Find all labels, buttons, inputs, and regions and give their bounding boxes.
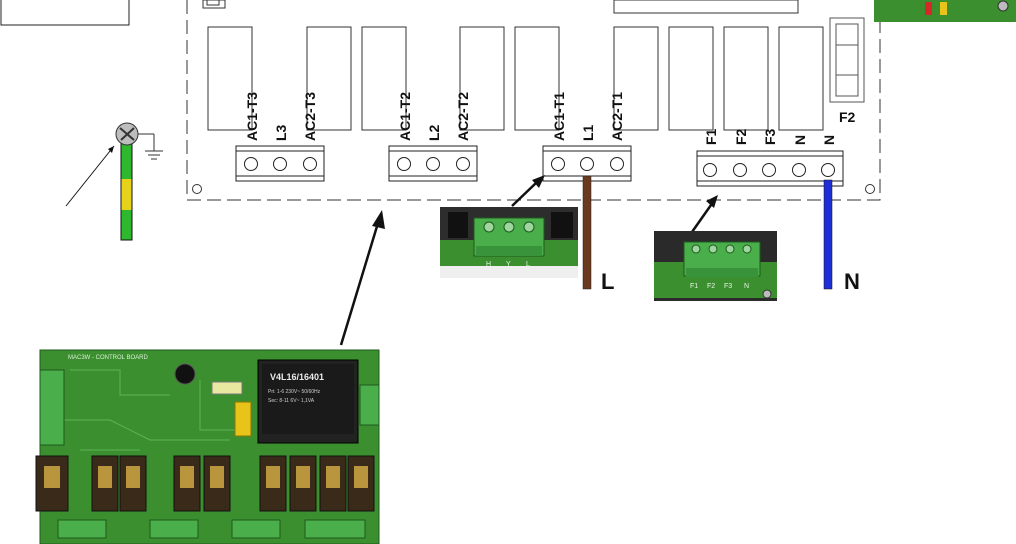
label-f1: F1 <box>703 128 719 145</box>
photo-partial-board-top-right <box>874 0 1016 22</box>
board-title: MAC3W - CONTROL BOARD <box>68 355 148 361</box>
transformer-line-2: Sec: 8-11 6V~ 1,1VA <box>268 398 315 404</box>
photo-l-label-2: Y <box>506 261 511 268</box>
terminal-block-3 <box>542 145 632 182</box>
relay-footprints <box>207 26 824 131</box>
line-wire <box>582 175 592 290</box>
photo-n-terminal: F1 F2 F3 N <box>654 231 777 301</box>
label-l3: L3 <box>273 124 289 141</box>
terminal-block-1 <box>235 145 325 182</box>
photo-n-label-4: N <box>744 283 749 290</box>
neutral-wire <box>823 179 833 290</box>
terminal-block-4 <box>696 150 844 187</box>
partial-component-box <box>0 0 130 26</box>
photo-main-control-board: V4L16/16401 Pri: 1-6 230V~ 50/60Hz Sec: … <box>35 349 380 544</box>
photo-l-label-1: H <box>486 261 491 268</box>
label-f3: F3 <box>762 128 778 145</box>
photo-n-label-3: F3 <box>724 283 732 290</box>
fuse-holder <box>829 17 865 103</box>
label-n2: N <box>821 135 837 145</box>
board-outline <box>186 0 881 201</box>
label-l1: L1 <box>580 124 596 141</box>
label-ac1-t2: AC1-T2 <box>397 92 413 141</box>
label-n1: N <box>792 135 808 145</box>
pointer-arrows <box>339 175 718 346</box>
label-ac1-t3: AC1-T3 <box>244 92 260 141</box>
photo-l-label-3: L <box>526 261 530 268</box>
line-wire-label: L <box>601 269 614 294</box>
photo-n-label-1: F1 <box>690 283 698 290</box>
board-terminals <box>57 519 366 539</box>
transformer-line-1: Pri: 1-6 230V~ 50/60Hz <box>268 389 321 395</box>
photo-n-label-2: F2 <box>707 283 715 290</box>
terminal-block-2 <box>388 145 478 182</box>
neutral-wire-label: N <box>844 269 860 294</box>
transformer-label: V4L16/16401 <box>270 372 324 382</box>
fuse-label: F2 <box>839 109 856 125</box>
label-ac1-t1: AC1-T1 <box>551 92 567 141</box>
photo-l-terminal: H Y L <box>440 207 578 278</box>
label-l2: L2 <box>426 124 442 141</box>
label-ac2-t3: AC2-T3 <box>302 92 318 141</box>
label-f2: F2 <box>733 128 749 145</box>
label-ac2-t2: AC2-T2 <box>455 92 471 141</box>
earth-connection <box>65 122 163 241</box>
label-ac2-t1: AC2-T1 <box>609 92 625 141</box>
